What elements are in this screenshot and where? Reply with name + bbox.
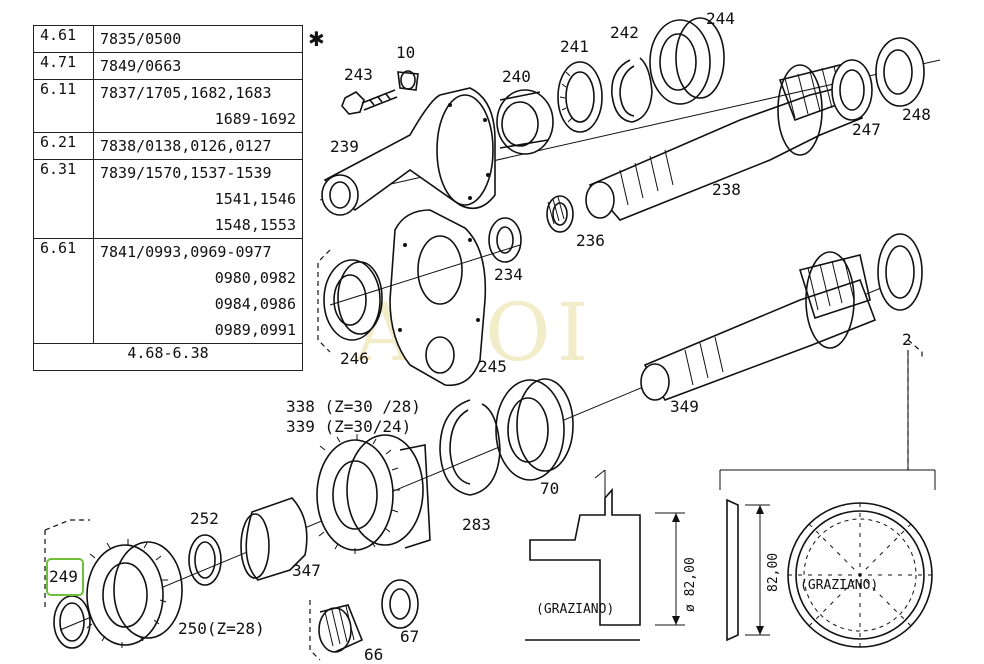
reference-table-row: 6.61 7841/0993,0969-0977 0980,0982 0984,098… bbox=[33, 238, 303, 344]
asterisk-mark: ✱ bbox=[308, 27, 325, 51]
detail-right-ring bbox=[726, 498, 933, 648]
label-238: 238 bbox=[712, 180, 741, 199]
part-2-synchro-ring bbox=[877, 233, 923, 311]
reference-table-footer: 4.68-6.38 bbox=[33, 343, 303, 371]
label-67: 67 bbox=[400, 627, 419, 646]
label-243: 243 bbox=[344, 65, 373, 84]
reference-table-footer-row: 4.68-6.38 bbox=[33, 343, 303, 371]
reference-part-line: 1689-1692 bbox=[214, 110, 296, 128]
label-252: 252 bbox=[190, 509, 219, 528]
reference-code-cell: 6.21 bbox=[33, 132, 94, 160]
part-240-bearing bbox=[496, 89, 554, 155]
bracket-66-67 bbox=[309, 600, 321, 661]
label-234: 234 bbox=[494, 265, 523, 284]
part-252-circlip bbox=[188, 534, 222, 586]
part-338-339-gear bbox=[316, 434, 431, 554]
reference-table-row: 4.71 7849/0663 bbox=[33, 52, 303, 80]
reference-part-line: 7837/1705,1682,1683 bbox=[100, 84, 272, 102]
part-239-housing bbox=[321, 87, 496, 216]
label-241: 241 bbox=[560, 37, 589, 56]
reference-parts-cell: 7839/1570,1537-1539 1541,1546 1548,1553 bbox=[93, 159, 303, 239]
reference-part-line: 0989,0991 bbox=[214, 321, 296, 339]
reference-part-line: 7839/1570,1537-1539 bbox=[100, 164, 272, 182]
part-243-bolt bbox=[341, 89, 398, 115]
reference-table-row: 6.11 7837/1705,1682,1683 1689-1692 bbox=[33, 79, 303, 133]
label-349: 349 bbox=[670, 397, 699, 416]
detail-left-brand: (GRAZIANO) bbox=[536, 602, 614, 617]
part-247-ring bbox=[831, 59, 873, 121]
reference-parts-cell: 7837/1705,1682,1683 1689-1692 bbox=[93, 79, 303, 133]
label-249: 249 bbox=[49, 567, 78, 586]
part-234-ring bbox=[488, 217, 522, 263]
detail-right-brand: (GRAZIANO) bbox=[800, 578, 878, 593]
reference-code-cell: 6.31 bbox=[33, 159, 94, 239]
reference-parts-cell: 7838/0138,0126,0127 bbox=[93, 132, 303, 160]
label-250: 250(Z=28) bbox=[178, 619, 265, 638]
part-238-shaft bbox=[585, 64, 864, 221]
reference-code-cell: 4.61 bbox=[33, 25, 94, 53]
detail-left-dimension: ø 82,00 bbox=[683, 557, 698, 612]
part-10-washer bbox=[397, 70, 419, 91]
reference-part-line: 7838/0138,0126,0127 bbox=[100, 137, 272, 155]
label-283: 283 bbox=[462, 515, 491, 534]
label-244: 244 bbox=[706, 9, 735, 28]
part-246-bearing bbox=[323, 259, 383, 341]
reference-table-row: 4.61 7835/0500 bbox=[33, 25, 303, 53]
label-338: 338 (Z=30 /28) bbox=[286, 397, 421, 416]
label-242: 242 bbox=[610, 23, 639, 42]
reference-part-line: 7835/0500 bbox=[100, 30, 182, 48]
part-249-ring bbox=[53, 595, 91, 649]
reference-part-line: 1541,1546 bbox=[214, 190, 296, 208]
part-283-circlip bbox=[439, 399, 501, 496]
part-main-shaft bbox=[640, 251, 877, 401]
reference-part-line: 0984,0986 bbox=[214, 295, 296, 313]
bracket-2 bbox=[907, 339, 923, 470]
label-246: 246 bbox=[340, 349, 369, 368]
part-244-bearing bbox=[649, 17, 725, 105]
label-347: 347 bbox=[292, 561, 321, 580]
label-239: 239 bbox=[330, 137, 359, 156]
reference-part-line: 7849/0663 bbox=[100, 57, 182, 75]
part-250-gear bbox=[86, 539, 183, 648]
part-347-sleeve bbox=[240, 497, 308, 581]
reference-table-row: 6.31 7839/1570,1537-1539 1541,1546 1548,155… bbox=[33, 159, 303, 239]
reference-parts-cell: 7835/0500 bbox=[93, 25, 303, 53]
label-10: 10 bbox=[396, 43, 415, 62]
reference-parts-cell: 7849/0663 bbox=[93, 52, 303, 80]
part-245-plate bbox=[389, 209, 487, 387]
reference-part-line: 1548,1553 bbox=[214, 216, 296, 234]
label-248: 248 bbox=[902, 105, 931, 124]
reference-code-cell: 6.61 bbox=[33, 238, 94, 344]
label-236: 236 bbox=[576, 231, 605, 250]
reference-part-line: 7841/0993,0969-0977 bbox=[100, 243, 272, 261]
reference-code-cell: 4.71 bbox=[33, 52, 94, 80]
part-236-needle-bearing bbox=[546, 195, 574, 233]
bracket-246 bbox=[317, 249, 331, 353]
label-245: 245 bbox=[478, 357, 507, 376]
label-70: 70 bbox=[540, 479, 559, 498]
label-2: 2 bbox=[902, 330, 912, 349]
detail-right-dimension: 82,00 bbox=[766, 553, 781, 592]
detail-left-section bbox=[525, 469, 685, 641]
label-339: 339 (Z=30/24) bbox=[286, 417, 411, 436]
part-248-bearing bbox=[875, 37, 925, 107]
axis-line-middle bbox=[329, 244, 521, 306]
label-240: 240 bbox=[502, 67, 531, 86]
reference-table-row: 6.21 7838/0138,0126,0127 bbox=[33, 132, 303, 160]
part-67-ring bbox=[381, 579, 419, 629]
label-66: 66 bbox=[364, 645, 383, 664]
label-247: 247 bbox=[852, 120, 881, 139]
part-242-circlip bbox=[611, 57, 653, 123]
part-66-needle-bearing bbox=[318, 604, 364, 653]
highlight-box-249 bbox=[46, 558, 84, 596]
part-241-synchro-ring bbox=[557, 61, 603, 133]
part-70-bearing bbox=[495, 378, 574, 481]
reference-part-line: 0980,0982 bbox=[214, 269, 296, 287]
bracket-249 bbox=[44, 519, 90, 531]
reference-code-cell: 6.11 bbox=[33, 79, 94, 133]
reference-parts-cell: 7841/0993,0969-0977 0980,0982 0984,0986 098… bbox=[93, 238, 303, 344]
